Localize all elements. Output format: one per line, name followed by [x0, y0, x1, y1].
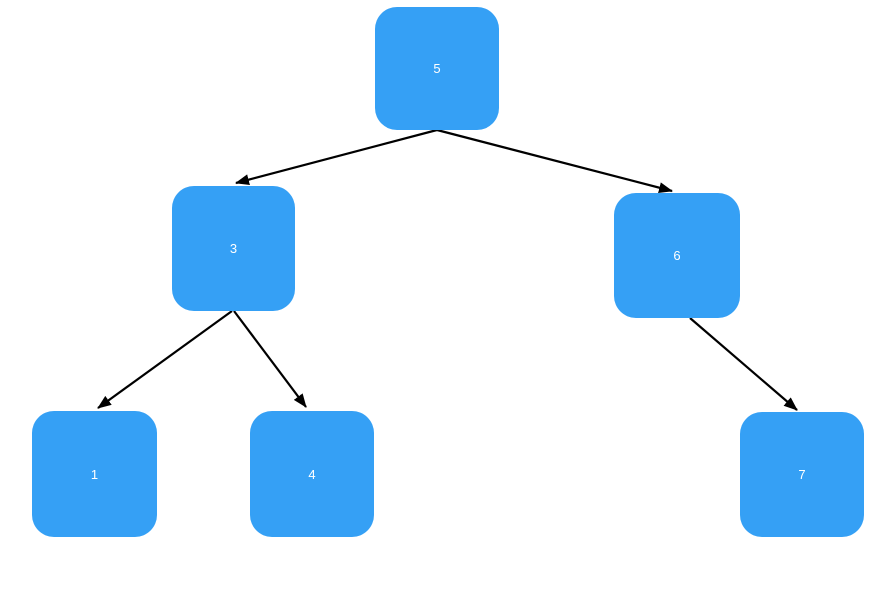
node-label: 6 — [673, 248, 681, 263]
node-label: 3 — [229, 241, 238, 256]
tree-node-3[interactable]: 3 — [172, 186, 295, 311]
tree-node-7[interactable]: 7 — [740, 412, 864, 537]
node-label: 1 — [90, 466, 99, 482]
tree-node-5[interactable]: 5 — [375, 7, 499, 130]
node-label: 4 — [308, 466, 316, 482]
edge-6-to-7 — [689, 317, 798, 411]
tree-node-1[interactable]: 1 — [32, 411, 157, 537]
node-label: 5 — [433, 61, 441, 76]
tree-node-6[interactable]: 6 — [614, 193, 740, 318]
edge-5-to-6 — [436, 128, 673, 194]
edge-5-to-3 — [235, 128, 438, 186]
node-label: 7 — [798, 467, 806, 482]
edge-3-to-1 — [97, 310, 233, 409]
edge-3-to-4 — [233, 310, 307, 408]
tree-node-4[interactable]: 4 — [250, 411, 374, 537]
